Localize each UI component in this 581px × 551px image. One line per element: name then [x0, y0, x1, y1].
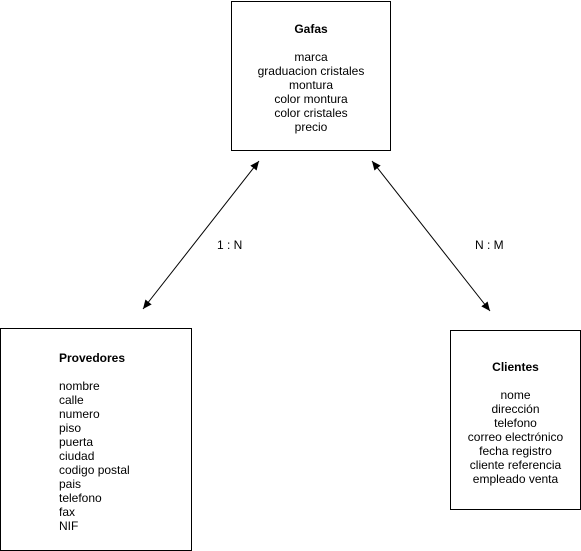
attribute: graduacion cristales	[257, 64, 365, 78]
entity-title: Gafas	[294, 22, 328, 36]
attribute: marca	[294, 50, 328, 64]
attribute: color cristales	[274, 106, 348, 120]
attribute: montura	[288, 78, 334, 92]
attribute: cliente referencia	[469, 458, 562, 472]
gafas-proveedores-arrow	[142, 160, 260, 310]
attribute: calle	[59, 393, 84, 407]
attribute: pais	[59, 477, 82, 491]
attribute-list: nome dirección telefono correo electróni…	[451, 388, 580, 486]
attribute: numero	[59, 407, 100, 421]
entity-clientes: Clientes nome dirección telefono correo …	[450, 330, 581, 510]
entity-gafas: Gafas marca graduacion cristales montura…	[231, 1, 391, 151]
attribute: telefono	[59, 491, 102, 505]
attribute: codigo postal	[59, 463, 130, 477]
attribute-list: nombre calle numero piso puerta ciudad c…	[59, 379, 191, 533]
attribute: ciudad	[59, 449, 95, 463]
attribute: nombre	[59, 379, 100, 393]
attribute: correo electrónico	[467, 430, 564, 444]
attribute: empleado venta	[472, 472, 559, 486]
attribute: color montura	[274, 92, 348, 106]
attribute: nome	[500, 388, 531, 402]
attribute: NIF	[59, 519, 79, 533]
attribute: dirección	[491, 402, 540, 416]
entity-title: Provedores	[59, 351, 126, 365]
attribute: fecha registro	[479, 444, 552, 458]
attribute-list: marca graduacion cristales montura color…	[232, 50, 390, 134]
entity-proveedores: Provedores nombre calle numero piso puer…	[0, 328, 192, 551]
attribute: precio	[294, 120, 328, 134]
attribute: piso	[59, 421, 82, 435]
attribute: telefono	[494, 416, 537, 430]
attribute: puerta	[59, 435, 94, 449]
cardinality-label-gafas-proveedores: 1 : N	[217, 238, 243, 252]
entity-title: Clientes	[492, 360, 539, 374]
attribute: fax	[59, 505, 76, 519]
gafas-clientes-arrow	[371, 160, 491, 312]
cardinality-label-gafas-clientes: N : M	[475, 238, 504, 252]
